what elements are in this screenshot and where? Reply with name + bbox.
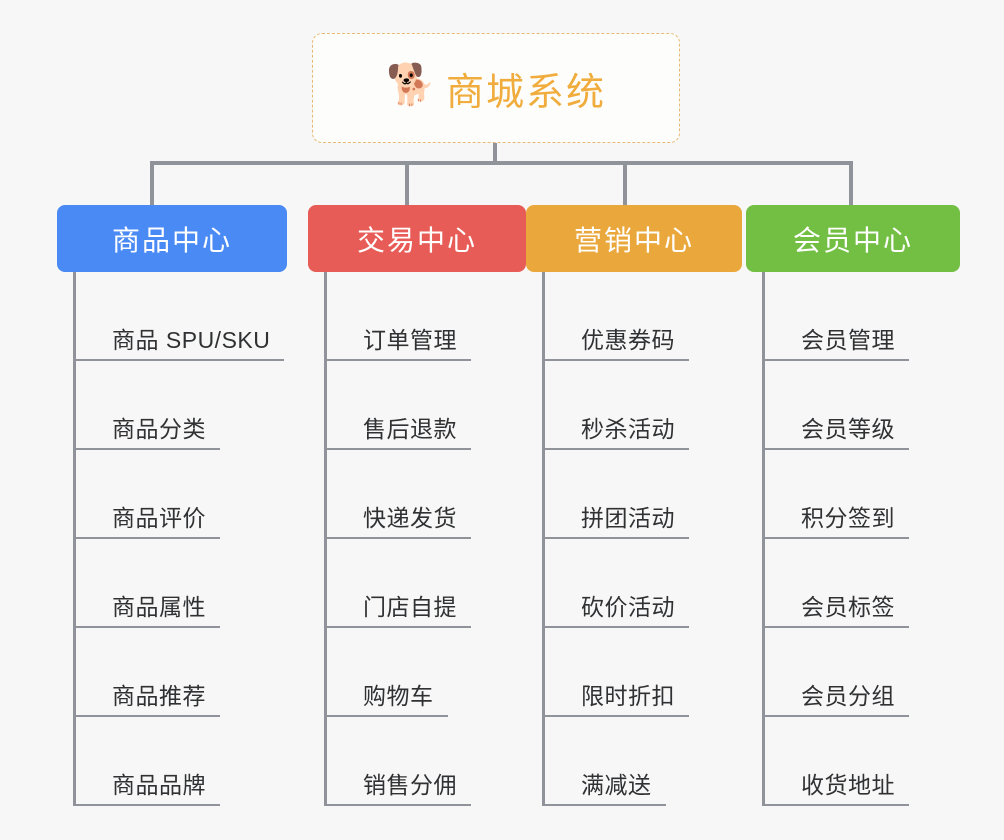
list-item[interactable]: 会员标签 [765,539,960,628]
leaf-underline [545,804,666,806]
leaf-underline [765,626,909,628]
root-node[interactable]: 🐕 商城系统 [312,33,680,143]
leaf-label: 优惠券码 [581,326,675,353]
leaf-label: 收货地址 [801,771,895,798]
branch-header-1[interactable]: 商品中心 [57,205,287,272]
leaf-label: 商品推荐 [112,682,206,709]
leaf-label: 会员分组 [801,682,895,709]
list-item[interactable]: 购物车 [327,628,526,717]
leaf-label: 砍价活动 [581,593,675,620]
leaf-list-1: 商品 SPU/SKU 商品分类 商品评价 商品属性 商品推荐 商品品牌 [73,272,287,806]
leaf-underline [327,359,471,361]
leaf-label: 商品 SPU/SKU [112,326,271,353]
branch-header-label: 营销中心 [573,224,694,256]
leaf-underline [765,537,909,539]
leaf-underline [76,804,220,806]
leaf-label: 商品属性 [112,593,206,620]
leaf-label: 会员标签 [801,593,895,620]
branch-header-label: 商品中心 [111,224,232,256]
leaf-label: 销售分佣 [363,771,457,798]
leaf-underline [545,715,689,717]
leaf-label: 商品品牌 [112,771,206,798]
list-item[interactable]: 商品分类 [76,361,287,450]
branch-header-2[interactable]: 交易中心 [308,205,526,272]
list-item[interactable]: 快递发货 [327,450,526,539]
branch-header-label: 会员中心 [792,224,913,256]
leaf-underline [76,359,284,361]
list-item[interactable]: 会员等级 [765,361,960,450]
leaf-underline [545,537,689,539]
list-item[interactable]: 销售分佣 [327,717,526,806]
list-item[interactable]: 会员分组 [765,628,960,717]
leaf-underline [76,715,220,717]
list-item[interactable]: 商品属性 [76,539,287,628]
leaf-label: 会员等级 [801,415,895,442]
list-item[interactable]: 收货地址 [765,717,960,806]
list-item[interactable]: 限时折扣 [545,628,742,717]
list-item[interactable]: 门店自提 [327,539,526,628]
leaf-label: 满减送 [581,771,652,798]
leaf-underline [545,448,689,450]
list-item[interactable]: 商品评价 [76,450,287,539]
branch-header-4[interactable]: 会员中心 [746,205,960,272]
leaf-underline [545,359,689,361]
branch-header-3[interactable]: 营销中心 [526,205,742,272]
branch-product-center: 商品中心 商品 SPU/SKU 商品分类 商品评价 商品属性 商品推荐 [57,205,287,806]
list-item[interactable]: 秒杀活动 [545,361,742,450]
leaf-label: 秒杀活动 [581,415,675,442]
leaf-underline [545,626,689,628]
leaf-list-2: 订单管理 售后退款 快递发货 门店自提 购物车 销售分佣 [324,272,526,806]
leaf-underline [76,626,220,628]
root-title: 商城系统 [445,71,606,114]
branch-header-label: 交易中心 [356,224,477,256]
leaf-list-3: 优惠券码 秒杀活动 拼团活动 砍价活动 限时折扣 满减送 [542,272,742,806]
shiba-dog-icon: 🐕 [385,63,436,107]
list-item[interactable]: 满减送 [545,717,742,806]
leaf-label: 售后退款 [363,415,457,442]
leaf-underline [765,359,909,361]
connector-branch-3-vertical [623,161,627,207]
connector-branch-1-vertical [150,161,154,207]
list-item[interactable]: 优惠券码 [545,272,742,361]
leaf-underline [327,626,471,628]
leaf-underline [327,804,471,806]
list-item[interactable]: 拼团活动 [545,450,742,539]
connector-horizontal-bus [150,161,853,165]
branch-trade-center: 交易中心 订单管理 售后退款 快递发货 门店自提 购物车 [308,205,526,806]
list-item[interactable]: 积分签到 [765,450,960,539]
leaf-underline [327,448,471,450]
leaf-label: 拼团活动 [581,504,675,531]
leaf-underline [327,715,448,717]
leaf-label: 商品分类 [112,415,206,442]
leaf-underline [765,804,909,806]
list-item[interactable]: 售后退款 [327,361,526,450]
leaf-label: 订单管理 [363,326,457,353]
leaf-list-4: 会员管理 会员等级 积分签到 会员标签 会员分组 收货地址 [762,272,960,806]
leaf-label: 购物车 [363,682,434,709]
leaf-label: 门店自提 [363,593,457,620]
leaf-underline [76,537,220,539]
leaf-underline [765,448,909,450]
list-item[interactable]: 商品推荐 [76,628,287,717]
list-item[interactable]: 商品 SPU/SKU [76,272,287,361]
list-item[interactable]: 会员管理 [765,272,960,361]
connector-root-vertical [493,143,497,165]
leaf-label: 商品评价 [112,504,206,531]
leaf-label: 会员管理 [801,326,895,353]
leaf-label: 积分签到 [801,504,895,531]
leaf-label: 限时折扣 [581,682,675,709]
leaf-underline [327,537,471,539]
branch-member-center: 会员中心 会员管理 会员等级 积分签到 会员标签 会员分组 [746,205,960,806]
leaf-underline [765,715,909,717]
list-item[interactable]: 订单管理 [327,272,526,361]
connector-branch-2-vertical [405,161,409,207]
branch-marketing-center: 营销中心 优惠券码 秒杀活动 拼团活动 砍价活动 限时折扣 [526,205,742,806]
list-item[interactable]: 商品品牌 [76,717,287,806]
leaf-label: 快递发货 [363,504,457,531]
list-item[interactable]: 砍价活动 [545,539,742,628]
leaf-underline [76,448,220,450]
connector-branch-4-vertical [849,161,853,207]
